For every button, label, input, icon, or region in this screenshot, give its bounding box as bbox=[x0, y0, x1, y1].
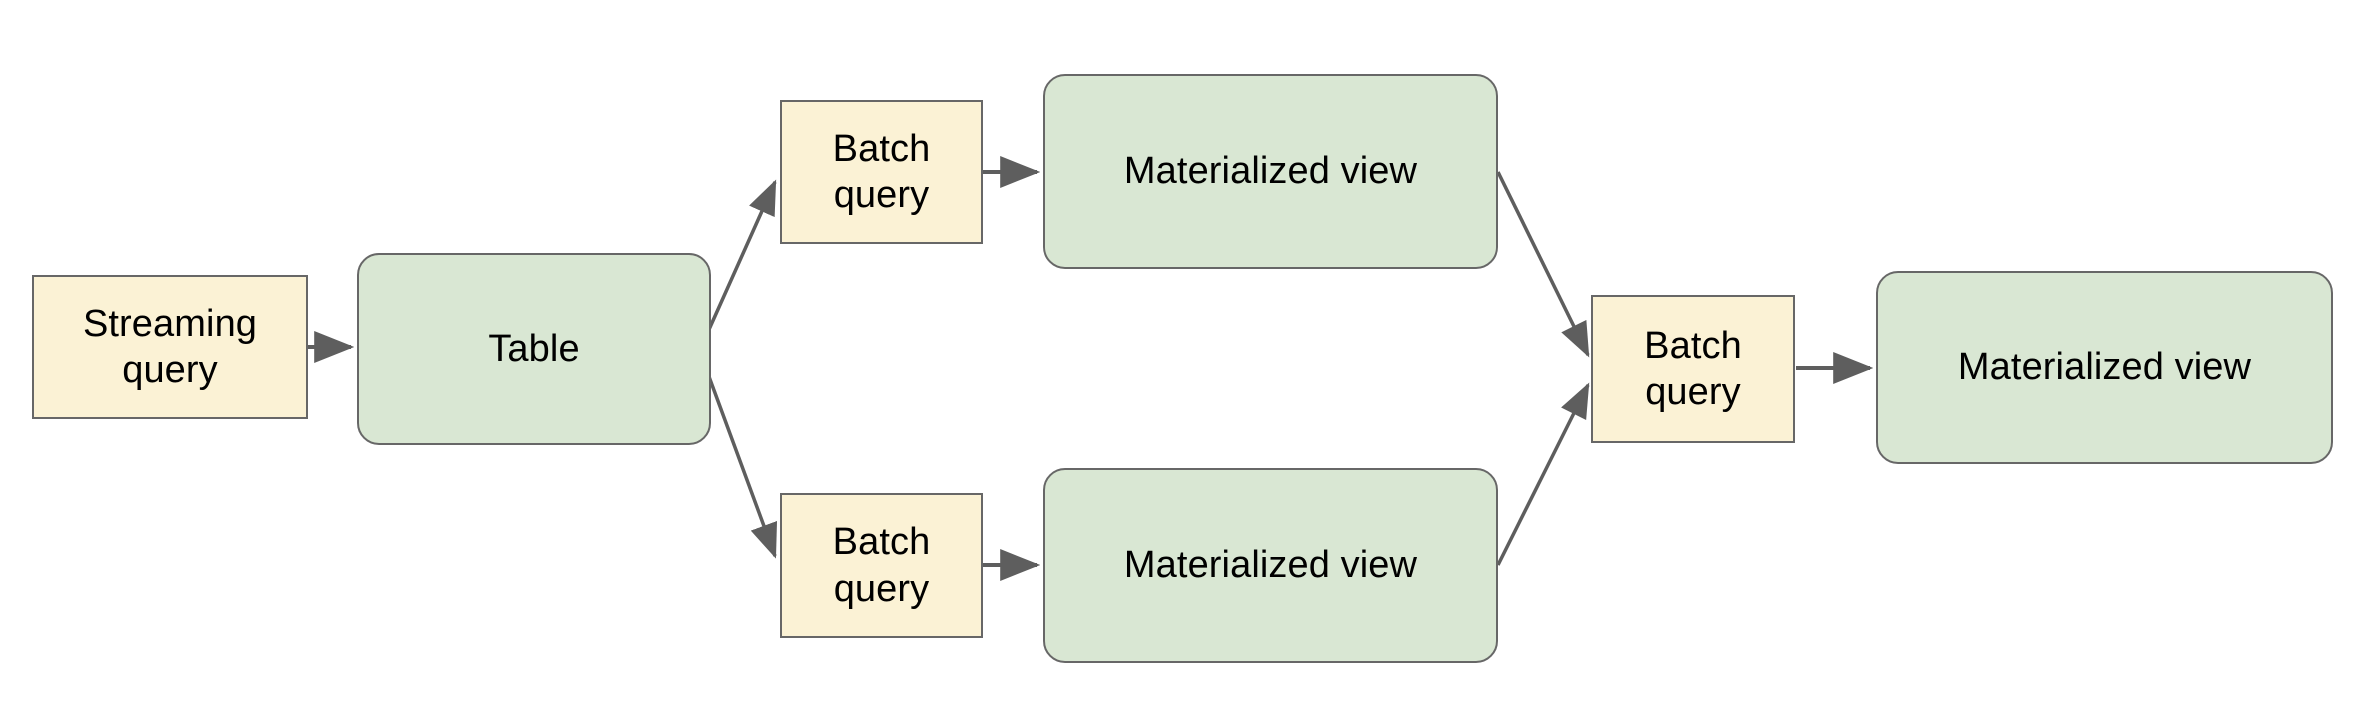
node-batch-query-bottom[interactable]: Batch query bbox=[780, 493, 983, 638]
node-materialized-view-bottom[interactable]: Materialized view bbox=[1043, 468, 1498, 663]
edge-mv-top-to-batch-join bbox=[1496, 171, 1590, 358]
node-batch-query-top-label: Batch query bbox=[832, 127, 931, 216]
node-materialized-view-bottom-label: Materialized view bbox=[1123, 544, 1418, 587]
node-materialized-view-final[interactable]: Materialized view bbox=[1876, 271, 2333, 464]
node-batch-query-join[interactable]: Batch query bbox=[1591, 295, 1795, 443]
node-streaming-query[interactable]: Streaming query bbox=[32, 275, 308, 419]
node-table-label: Table bbox=[488, 327, 580, 370]
node-table[interactable]: Table bbox=[357, 253, 711, 445]
node-batch-query-join-label: Batch query bbox=[1644, 324, 1742, 413]
edge-mv-bottom-to-batch-join bbox=[1496, 382, 1590, 566]
node-batch-query-top[interactable]: Batch query bbox=[780, 100, 983, 244]
node-batch-query-bottom-label: Batch query bbox=[832, 521, 931, 610]
node-streaming-query-label: Streaming query bbox=[82, 302, 258, 391]
node-materialized-view-final-label: Materialized view bbox=[1957, 346, 2252, 389]
node-materialized-view-top[interactable]: Materialized view bbox=[1043, 74, 1498, 269]
node-materialized-view-top-label: Materialized view bbox=[1123, 150, 1418, 193]
